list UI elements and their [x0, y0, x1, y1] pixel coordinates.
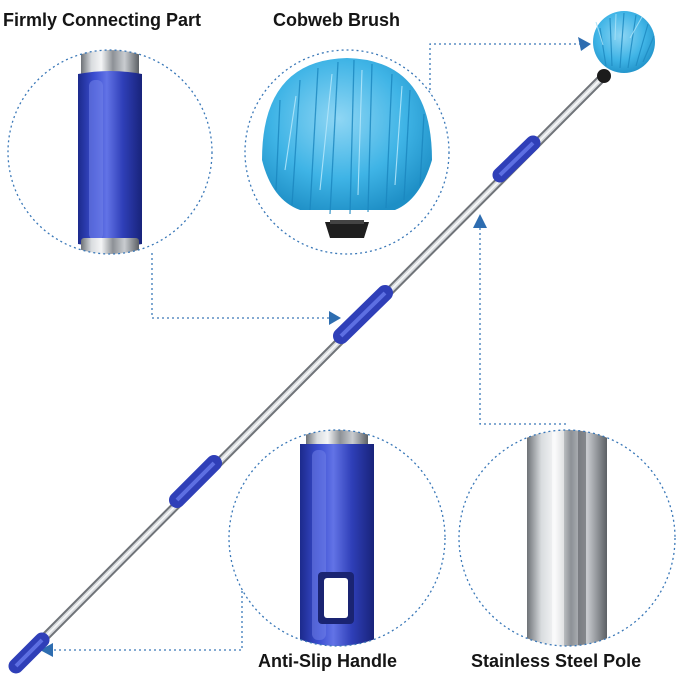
detail-circle-steel-pole	[458, 429, 676, 647]
callout-line-handle	[52, 586, 243, 651]
arrow-steel-pole	[473, 214, 487, 228]
callout-line-steel-pole	[479, 228, 568, 425]
telescopic-pole	[8, 11, 655, 674]
arrow-cobweb-brush	[578, 37, 591, 51]
arrow-handle	[40, 643, 53, 657]
arrow-connecting-part	[329, 311, 341, 325]
detail-circle-cobweb-brush	[244, 49, 450, 255]
label-cobweb-brush: Cobweb Brush	[273, 10, 401, 30]
detail-circle-handle	[228, 429, 446, 647]
callout-line-connecting-part	[151, 253, 330, 319]
label-stainless-steel-pole: Stainless Steel Pole	[471, 651, 642, 671]
label-anti-slip-handle: Anti-Slip Handle	[258, 651, 397, 671]
callout-arrows	[40, 37, 591, 657]
callout-line-cobweb-brush	[429, 43, 583, 190]
detail-circle-connecting-part	[7, 49, 213, 255]
brush-head	[593, 11, 655, 73]
label-connecting-part: Firmly Connecting Part	[3, 10, 202, 30]
callout-lines	[52, 43, 583, 651]
